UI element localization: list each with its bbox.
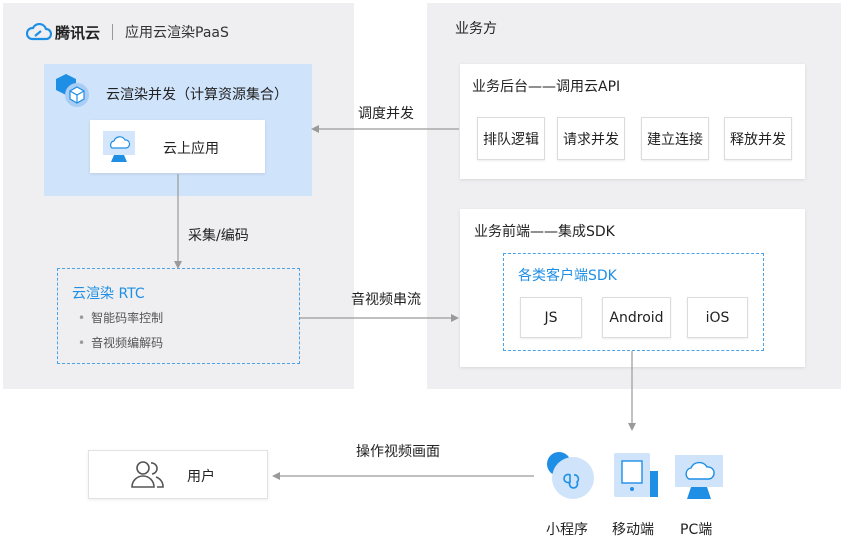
client-label-mobile: 移动端	[612, 522, 654, 538]
brand-divider	[112, 24, 114, 40]
cloud-app-label: 云上应用	[163, 141, 219, 157]
rtc-feature: •智能码率控制	[78, 311, 164, 325]
cube-icon	[54, 72, 92, 110]
user-icon	[130, 460, 166, 488]
label-stream: 音视频串流	[351, 292, 421, 308]
arrowhead	[311, 125, 319, 133]
pc-icon	[673, 453, 725, 499]
client-label-mini-program: 小程序	[546, 522, 588, 538]
label-schedule: 调度并发	[358, 106, 414, 122]
brand-name: 腾讯云	[55, 23, 101, 42]
mobile-icon	[612, 451, 660, 499]
arrowhead	[628, 423, 636, 431]
backend-item-release: 释放并发	[724, 117, 792, 160]
mini-program-icon	[546, 451, 596, 501]
backend-item-connect: 建立连接	[641, 117, 709, 160]
label-operate: 操作视频画面	[356, 444, 440, 460]
bullet: •	[78, 311, 86, 325]
sdk-js: JS	[520, 297, 582, 338]
tencent-cloud-logo	[25, 22, 53, 41]
cluster-title: 云渲染并发（计算资源集合）	[106, 87, 288, 103]
backend-title: 业务后台——调用云API	[472, 79, 621, 95]
frontend-title: 业务前端——集成SDK	[474, 224, 615, 240]
backend-item-queue: 排队逻辑	[477, 117, 545, 160]
arrowhead	[174, 261, 182, 269]
backend-item-request: 请求并发	[557, 117, 625, 160]
rtc-feature: •音视频编解码	[78, 336, 164, 350]
business-title: 业务方	[455, 21, 497, 37]
cloud-monitor-icon	[102, 130, 136, 162]
sdk-ios: iOS	[687, 297, 748, 338]
rtc-box	[57, 268, 300, 364]
arrowhead	[272, 472, 280, 480]
client-label-pc: PC端	[680, 522, 713, 538]
sdk-title: 各类客户端SDK	[518, 268, 617, 284]
brand-header: 腾讯云 应用云渲染PaaS	[25, 20, 229, 44]
arrowhead	[451, 314, 459, 322]
label-capture: 采集/编码	[188, 228, 249, 244]
user-card	[88, 450, 268, 499]
sdk-box	[503, 253, 764, 351]
bullet: •	[78, 336, 86, 350]
sdk-android: Android	[602, 297, 671, 338]
product-name: 应用云渲染PaaS	[125, 25, 229, 41]
frontend-card	[460, 209, 805, 367]
rtc-title: 云渲染 RTC	[72, 286, 145, 302]
user-label: 用户	[187, 469, 215, 485]
